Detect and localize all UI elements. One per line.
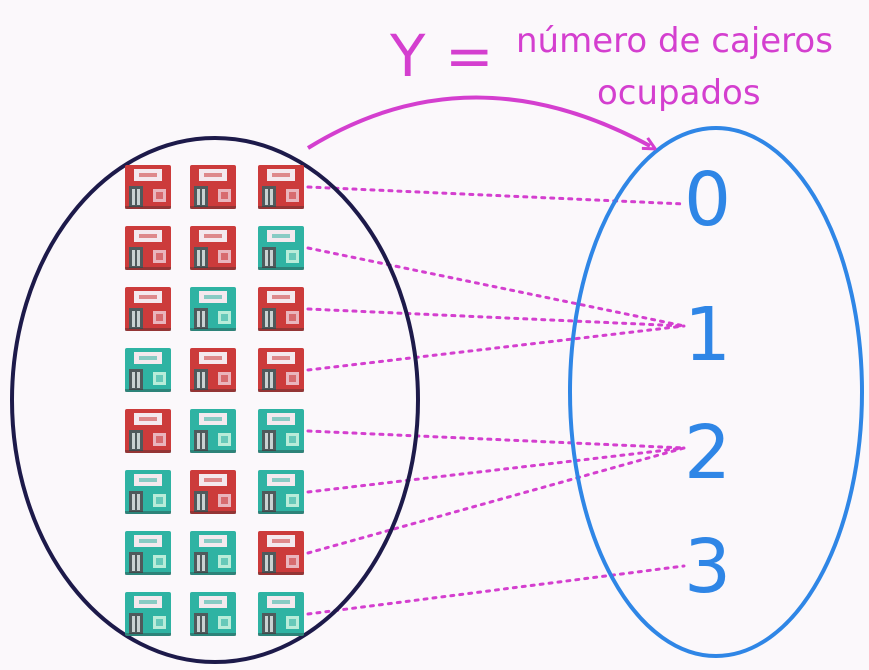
atm-busy-icon: [258, 165, 304, 209]
mapping-line: [306, 324, 686, 372]
mapping-line: [306, 446, 686, 494]
mapping-line: [306, 246, 686, 328]
mapping-lines: [306, 185, 686, 616]
atm-free-icon: [258, 226, 304, 270]
atm-free-icon: [125, 592, 171, 636]
atm-busy-icon: [190, 348, 236, 392]
mapping-line: [306, 307, 686, 328]
value-2: 2: [684, 410, 731, 496]
atm-busy-icon: [190, 470, 236, 514]
atm-free-icon: [190, 592, 236, 636]
atm-free-icon: [258, 592, 304, 636]
atm-busy-icon: [258, 287, 304, 331]
atm-busy-icon: [190, 226, 236, 270]
atm-free-icon: [258, 470, 304, 514]
value-1: 1: [684, 292, 731, 378]
atm-grid: [125, 165, 304, 636]
variable-label: Y: [389, 22, 426, 90]
mapping-line: [306, 564, 686, 616]
atm-free-icon: [190, 531, 236, 575]
atm-busy-icon: [190, 165, 236, 209]
atm-free-icon: [190, 409, 236, 453]
atm-busy-icon: [125, 165, 171, 209]
atm-busy-icon: [258, 348, 304, 392]
mapping-line: [306, 446, 686, 555]
title-line-2: ocupados: [597, 73, 761, 113]
range-values: 0 1 2 3: [684, 157, 731, 610]
atm-busy-icon: [125, 287, 171, 331]
atm-free-icon: [125, 348, 171, 392]
equals-sign: =: [445, 22, 494, 90]
atm-free-icon: [125, 470, 171, 514]
atm-busy-icon: [258, 531, 304, 575]
atm-busy-icon: [125, 226, 171, 270]
range-ellipse: [568, 126, 864, 658]
value-0: 0: [684, 157, 731, 243]
title-line-1: número de cajeros: [516, 21, 833, 61]
value-3: 3: [684, 524, 731, 610]
atm-free-icon: [190, 287, 236, 331]
atm-free-icon: [125, 531, 171, 575]
atm-free-icon: [258, 409, 304, 453]
sample-space-ellipse: [10, 136, 420, 664]
atm-busy-icon: [125, 409, 171, 453]
mapping-line: [306, 185, 686, 206]
mapping-arrow: [306, 95, 650, 148]
mapping-line: [306, 429, 686, 450]
